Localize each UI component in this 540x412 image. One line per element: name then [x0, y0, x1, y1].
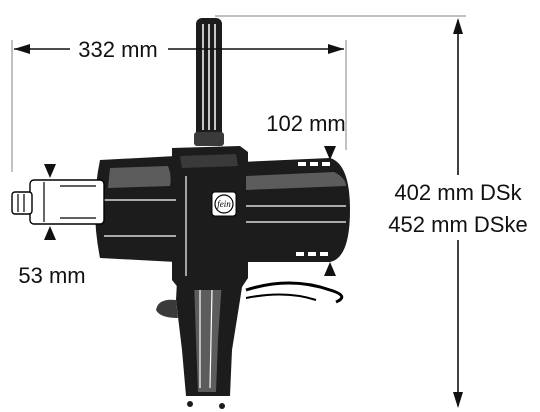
extension-lines: [11, 15, 466, 172]
dimension-width: 332 mm: [14, 37, 344, 62]
motor-housing: [240, 158, 350, 262]
trigger-handle: [156, 262, 246, 409]
support-handle: [194, 18, 224, 146]
fein-logo-text: fein: [217, 199, 231, 209]
dimension-motor-diameter: 102 mm: [266, 111, 346, 276]
height-label-dske: 452 mm DSke: [388, 212, 527, 237]
drill-illustration: fein: [11, 18, 350, 409]
fein-logo: fein: [211, 191, 237, 217]
motor-diameter-label: 102 mm: [266, 111, 345, 136]
spindle-tip: [11, 191, 33, 215]
gear-housing: [172, 146, 248, 290]
power-cord: [245, 281, 344, 304]
height-label-dsk: 402 mm DSk: [394, 180, 522, 205]
width-label: 332 mm: [78, 37, 157, 62]
spindle-collar: [29, 179, 105, 225]
dimension-height: 402 mm DSk 452 mm DSke: [388, 18, 528, 408]
spindle-diameter-label: 53 mm: [18, 263, 85, 288]
dimension-spindle-diameter: 53 mm: [18, 164, 86, 288]
front-gear-section: [95, 156, 181, 262]
